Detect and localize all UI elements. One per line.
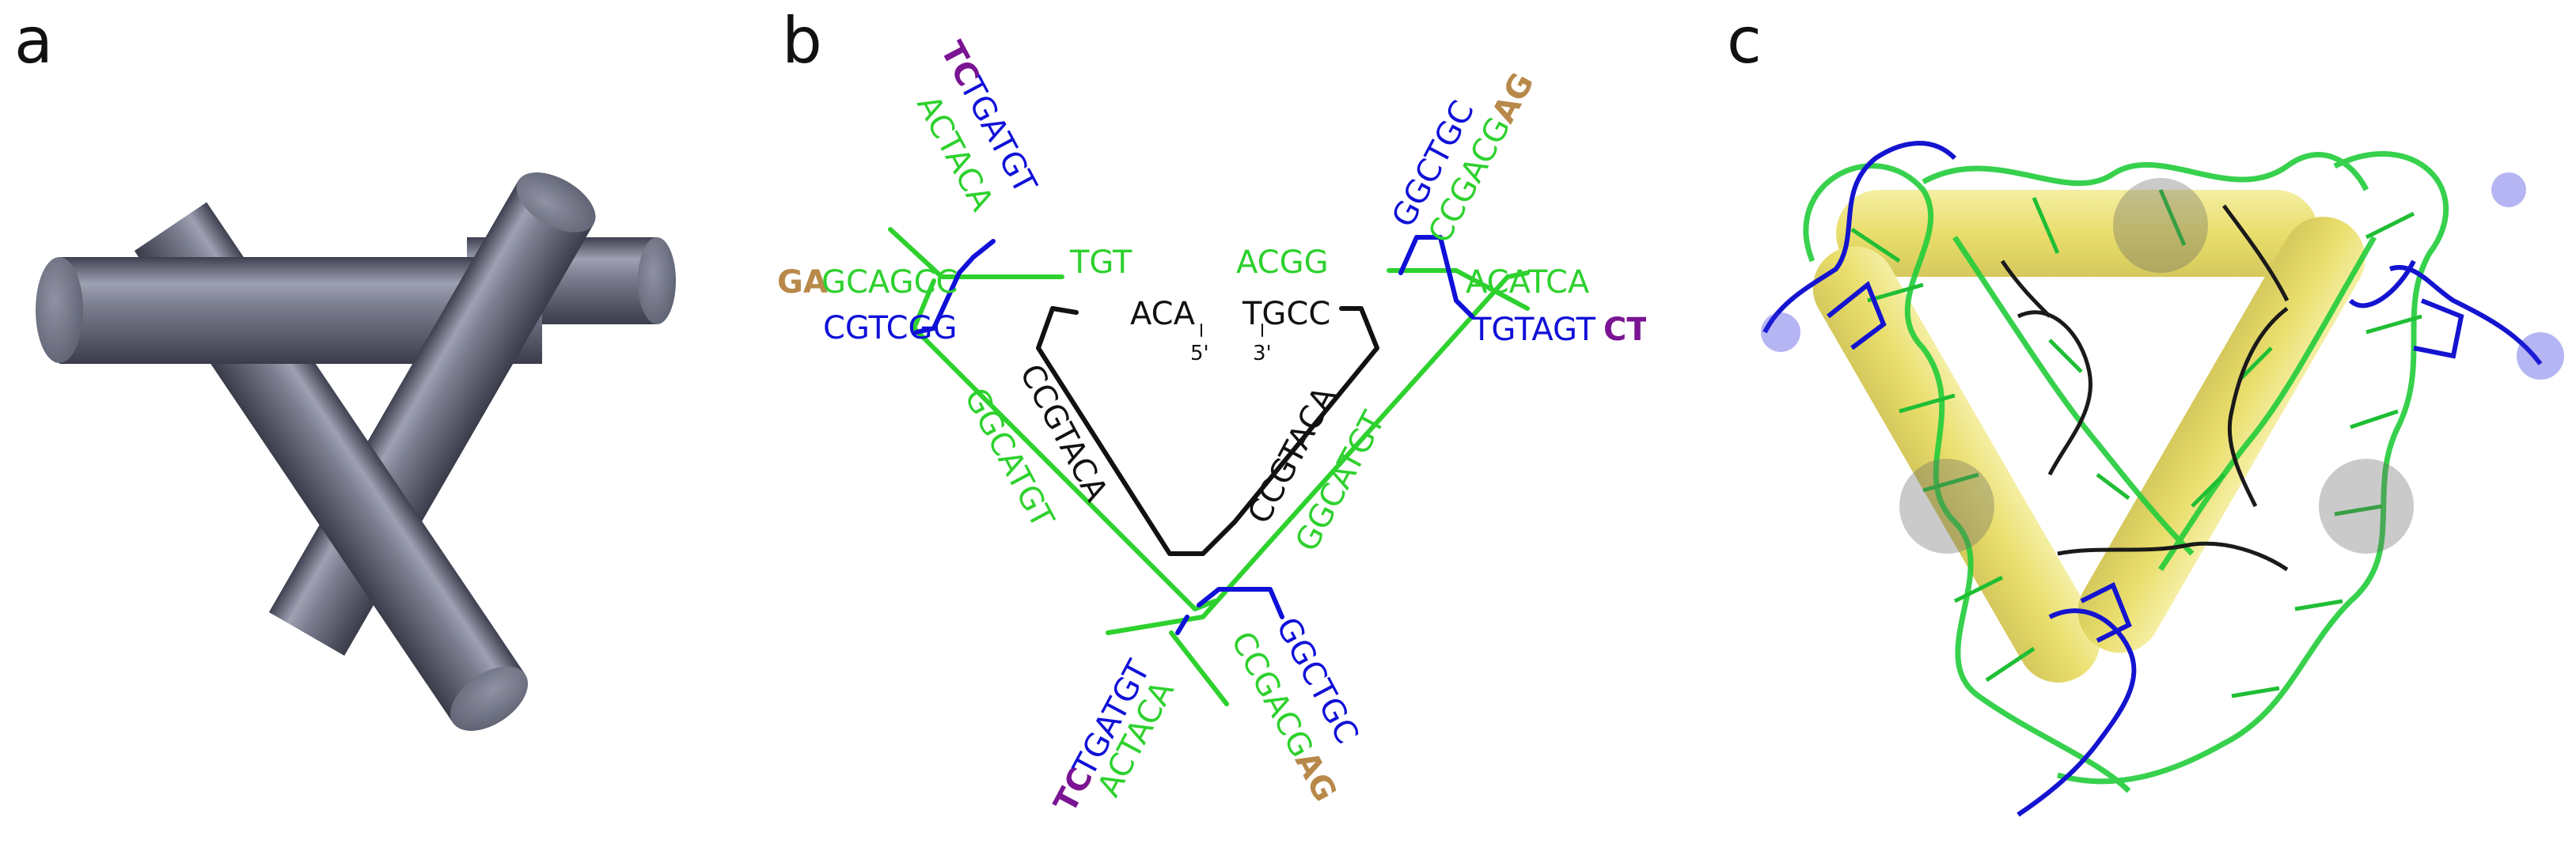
molecular-model-render — [1761, 141, 2564, 817]
seq-tl-right-green: TGT — [1069, 244, 1132, 281]
green-helix-strands — [1803, 150, 2449, 793]
bottom-labels: TC TGATGT ACTACA GGCTGC CCGACG AG — [1047, 611, 1365, 819]
seq-tr-inner-green: ACGG — [1236, 244, 1329, 281]
blue-translucent-regions — [1761, 172, 2564, 380]
blue-strands — [914, 235, 1474, 635]
mark-5-prime: 5' — [1190, 342, 1209, 365]
panel-letter-b: b — [782, 4, 822, 78]
green-strands — [888, 227, 1530, 706]
seq-tr-right-blue: TGTAGT — [1471, 312, 1596, 348]
top-right-labels: ACGG TGCC 3' GGCTGC CCGACG AG ACATCA TGT… — [1236, 67, 1648, 365]
seq-tl-mid-gold: GA — [777, 264, 828, 301]
mark-3-prime: 3' — [1253, 342, 1272, 365]
panel-letter-c: c — [1727, 4, 1762, 78]
seq-tl-mid-green: GCAGCC — [821, 264, 958, 301]
seq-tr-inner-black: TGCC — [1242, 296, 1330, 332]
black-strands — [1036, 306, 1379, 556]
green-base-sticks — [1850, 189, 2422, 698]
cylinder-diagonal-left-front — [294, 438, 529, 731]
panel-letter-a: a — [14, 4, 54, 78]
panel-c: c — [1717, 0, 2576, 856]
seq-tr-right-green: ACATCA — [1466, 264, 1590, 301]
panel-a: a — [0, 0, 791, 856]
panel-b: b TC TGATGT — [744, 0, 1648, 856]
cylinder-tripod-diagram — [36, 172, 676, 731]
black-strands-3d — [2000, 204, 2290, 572]
blue-strands-3d — [1762, 141, 2543, 817]
seq-tl-inner-black: ACA — [1130, 296, 1196, 332]
seq-tr-right-purple: CT — [1603, 312, 1646, 348]
seq-tl-blue-left: CGTCGG — [823, 310, 958, 346]
yellow-rods — [1812, 190, 2365, 683]
strand-diagram: TC TGATGT ACTACA GA GCAGCC TGT CGTCGG AC… — [777, 36, 1648, 819]
top-left-labels: TC TGATGT ACTACA GA GCAGCC TGT CGTCGG AC… — [777, 36, 1209, 365]
gray-joint-spheres — [1899, 178, 2414, 554]
arm-labels: CCGTACA GGCATGT CCGTACA GGCATGT — [957, 358, 1392, 558]
